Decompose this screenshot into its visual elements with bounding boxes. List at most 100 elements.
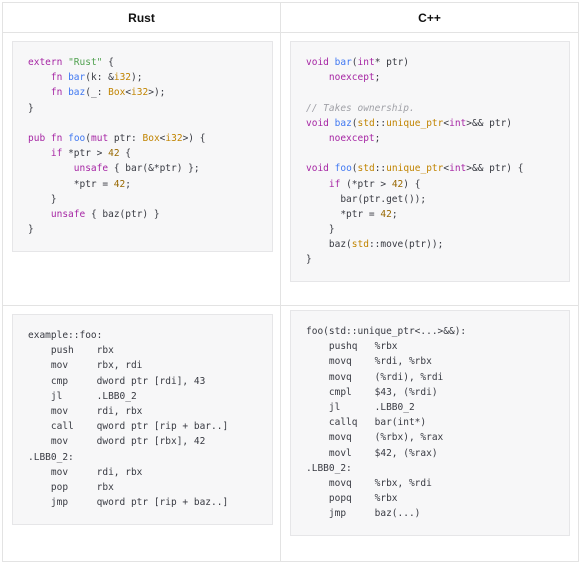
code-line: } [28,101,258,116]
code-line: bar(ptr.get()); [306,192,555,207]
code-token: ( [85,132,91,144]
code-token: int [357,57,375,68]
code-token: ; [374,72,381,84]
code-line: *ptr = 42; [306,207,555,222]
code-line: void bar(int* ptr) [306,55,555,70]
code-token [306,133,329,144]
code-token: std [351,239,369,251]
asm-line: movq %rdi, %rbx [306,356,432,368]
asm-line: movq (%rbx), %rax [306,432,444,444]
code-line [306,146,555,161]
asm-line: mov rbx, rdi [28,360,143,372]
header-row: Rust C++ [2,2,579,33]
code-line: if *ptr > 42 { [28,146,258,161]
code-token: noexcept [328,72,375,84]
code-token: < [443,163,450,175]
cpp-asm-code-block[interactable]: foo(std::unique_ptr<...>&&): pushq %rbx … [290,310,570,536]
code-token: i32 [131,87,149,99]
code-token: (k: & [85,72,114,84]
asm-line: example::foo: [28,330,103,341]
cpp-asm-cell: foo(std::unique_ptr<...>&&): pushq %rbx … [280,305,579,562]
code-token: Box [108,87,126,99]
code-token: 42 [108,148,120,160]
code-token: fn [50,87,63,99]
code-token: * ptr) [374,57,410,68]
header-rust: Rust [2,2,281,33]
code-token: ; [391,208,398,220]
code-token: ; [125,178,131,190]
code-line: noexcept; [306,70,555,85]
code-token: } [306,224,335,236]
code-token: } [306,254,312,266]
code-token: } [28,224,34,236]
asm-line: .LBB0_2: [306,462,352,474]
code-token: "Rust" [68,57,103,68]
code-line: fn bar(k: &i32); [28,70,258,85]
code-token: pub [28,132,46,144]
code-line: baz(std::move(ptr)); [306,237,555,252]
code-token: ( [351,163,358,175]
code-token: if [328,178,341,190]
code-token: >) { [182,132,206,144]
code-token: { [119,148,132,160]
code-line: noexcept; [306,131,555,146]
asm-line: popq %rbx [306,493,398,505]
code-token: unique_ptr [386,163,444,175]
code-token: extern [28,57,63,68]
rust-asm-cell: example::foo: push rbx mov rbx, rdi cmp … [2,305,281,562]
code-token: { [102,57,114,68]
asm-line: pushq %rbx [306,341,398,353]
code-token: Box [142,132,160,144]
rust-source-code-block[interactable]: extern "Rust" { fn bar(k: &i32); fn baz(… [12,41,273,252]
code-token [28,148,51,159]
asm-line: jmp qword ptr [rip + baz..] [28,497,229,509]
code-token: if [50,148,63,160]
asm-line: call qword ptr [rip + bar..] [28,421,229,433]
code-token [28,87,51,98]
code-line: *ptr = 42; [28,177,258,192]
code-token: baz( [306,239,352,251]
code-token: >); [148,87,166,99]
code-token: foo [334,163,352,175]
asm-line: movq %rbx, %rdi [306,477,432,489]
asm-line: .LBB0_2: [28,451,74,463]
code-token: baz [334,117,352,129]
source-row: extern "Rust" { fn bar(k: &i32); fn baz(… [2,32,579,306]
asm-line: pop rbx [28,481,114,493]
code-token: unsafe [73,163,109,175]
code-token: ); [131,72,143,84]
code-token: unique_ptr [386,117,444,129]
code-token: foo [68,132,86,144]
code-token: baz [68,87,86,99]
rust-asm-code-block[interactable]: example::foo: push rbx mov rbx, rdi cmp … [12,314,273,525]
code-token: ( [351,117,358,129]
code-token: >&& ptr) [466,117,513,129]
code-token: // Takes ownership. [306,102,415,114]
assembly-row: example::foo: push rbx mov rbx, rdi cmp … [2,305,579,562]
code-token: unsafe [50,208,86,220]
code-token: 42 [391,178,404,190]
code-line: if (*ptr > 42) { [306,177,555,192]
asm-line: movl $42, (%rax) [306,447,438,459]
code-token [28,209,51,220]
asm-line: callq bar(int*) [306,417,427,429]
asm-line: push rbx [28,345,114,357]
asm-line: foo(std::unique_ptr<...>&&): [306,326,467,337]
code-token: noexcept [328,132,375,144]
code-token: 42 [380,208,392,220]
code-token: (_: [85,87,109,99]
code-token: } [28,193,57,205]
code-token: fn [50,72,63,84]
asm-line: jl .LBB0_2 [306,401,415,413]
cpp-source-cell: void bar(int* ptr) noexcept; // Takes ow… [280,32,579,306]
code-line: unsafe { baz(ptr) } [28,207,258,222]
asm-line: jl .LBB0_2 [28,390,137,402]
code-token: :: [374,163,387,175]
rust-source-cell: extern "Rust" { fn bar(k: &i32); fn baz(… [2,32,281,306]
asm-line: movq (%rdi), %rdi [306,371,444,383]
code-token: (*ptr > [340,178,392,190]
cpp-source-code-block[interactable]: void bar(int* ptr) noexcept; // Takes ow… [290,41,570,282]
code-token: *ptr > [62,148,109,160]
code-token: >&& ptr) { [466,163,524,175]
